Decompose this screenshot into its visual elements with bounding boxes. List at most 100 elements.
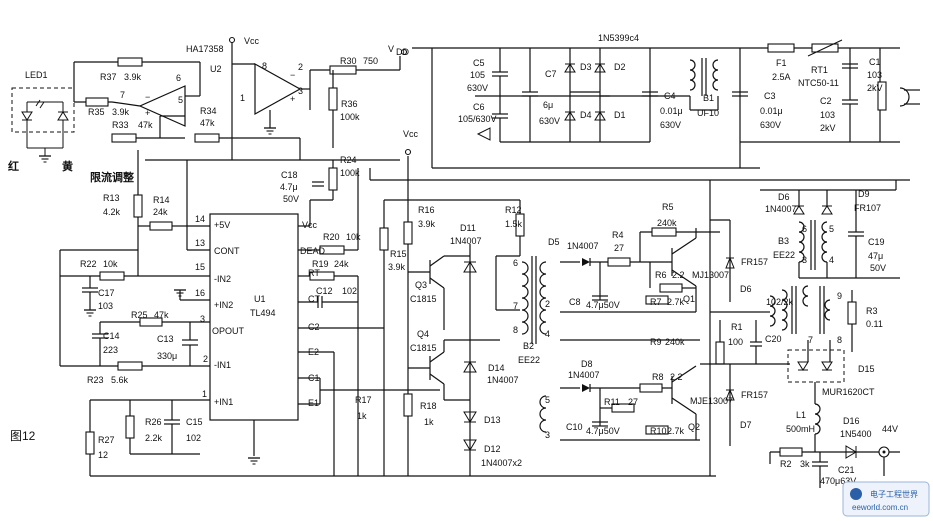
component-label: C2 (820, 96, 832, 106)
component-label: DD (396, 47, 409, 57)
component-label: 240k (665, 337, 685, 347)
component-label: 630V (660, 120, 681, 130)
component-label: 黄 (62, 159, 73, 173)
component-label: 4 (545, 329, 550, 339)
component-label: 6 (176, 73, 181, 83)
component-label: 1N4007 (567, 241, 599, 251)
component-label: R9 (650, 337, 662, 347)
wiring-u1-left (59, 150, 716, 477)
component-label: 4.2k (103, 207, 121, 217)
component-label: D9 (858, 189, 870, 199)
component-label: R37 (100, 72, 117, 82)
component-label: 0.11 (866, 319, 883, 329)
component-label: R5 (662, 202, 674, 212)
component-label: 47μ (868, 251, 883, 261)
component-label: 100k (340, 168, 360, 178)
component-label: 2.7k (667, 297, 685, 307)
component-label: R30 (340, 56, 357, 66)
component-label: C5 (473, 58, 485, 68)
component-label: Vcc (403, 129, 419, 139)
component-label: C1815 (410, 294, 437, 304)
watermark-line2: eeworld.com.cn (852, 503, 908, 512)
component-label: +IN2 (214, 300, 233, 310)
component-label: 12 (98, 450, 108, 460)
component-label: 6 (513, 258, 518, 268)
half-bridge-q1-q2 (560, 180, 790, 476)
output-stage (369, 168, 910, 488)
component-label: C1815 (410, 343, 437, 353)
component-label: 3.9k (124, 72, 142, 82)
component-label: 105 (470, 70, 485, 80)
component-label: C12 (316, 286, 333, 296)
component-label: C10 (566, 422, 583, 432)
component-label: R24 (340, 155, 357, 165)
component-label: 9 (837, 291, 842, 301)
component-label: 2 (545, 299, 550, 309)
component-label: 27 (628, 397, 638, 407)
component-label: 47k (154, 310, 169, 320)
component-label: RT (308, 268, 320, 278)
component-label: C20 (765, 334, 782, 344)
component-label: C21 (838, 465, 855, 475)
component-label: NTC50-11 (798, 78, 839, 88)
component-label: 4.7μ (280, 182, 298, 192)
component-label: 0.01μ (660, 106, 683, 116)
component-label: R6 (655, 270, 667, 280)
component-label: D7 (740, 420, 752, 430)
component-label: R23 (87, 375, 104, 385)
component-label: 6 (802, 224, 807, 234)
component-label: 6μ (543, 100, 553, 110)
component-label: 7 (120, 90, 125, 100)
site-watermark: 电子工程世界 eeworld.com.cn (842, 481, 930, 517)
component-label: R1 (731, 322, 743, 332)
component-label: C1 (308, 373, 320, 383)
component-label: 3 (545, 430, 550, 440)
component-label: R20 (323, 232, 340, 242)
component-label: 5 (178, 95, 183, 105)
component-label: 1N4007x2 (481, 458, 522, 468)
component-label: 102/2k (766, 297, 794, 307)
component-label: -IN1 (214, 360, 231, 370)
component-label: 4 (829, 255, 834, 265)
u1-tl494-chip (209, 213, 299, 465)
component-label: D15 (858, 364, 875, 374)
component-label: 13 (195, 238, 205, 248)
component-label: C8 (569, 297, 581, 307)
component-label: U1 (254, 294, 266, 304)
component-label: 16 (195, 288, 205, 298)
component-label: D1 (614, 110, 626, 120)
component-label: 10k (103, 259, 118, 269)
component-label: LED1 (25, 70, 48, 80)
component-label: 24k (153, 207, 168, 217)
component-label: D6 (740, 284, 752, 294)
component-label: 7 (513, 301, 518, 311)
component-label: 223 (103, 345, 118, 355)
mains-rectifier (412, 39, 920, 169)
component-label: 5 (829, 224, 834, 234)
component-label: Q4 (417, 329, 429, 339)
component-label: R35 (88, 107, 105, 117)
component-label: 102 (342, 286, 357, 296)
component-label: L1 (796, 410, 806, 420)
component-label: 330μ (157, 351, 177, 361)
component-label: 3 (200, 314, 205, 324)
component-label: 103 (98, 301, 113, 311)
component-label: 5.6k (111, 375, 129, 385)
component-label: 2kV (867, 83, 883, 93)
component-label: 2.5A (772, 72, 791, 82)
component-label: 2.2 (670, 372, 683, 382)
component-label: R2 (780, 459, 792, 469)
component-label: 3 (298, 86, 303, 96)
component-label: C7 (545, 69, 557, 79)
component-label: 10k (346, 232, 361, 242)
component-label: 47k (200, 118, 215, 128)
component-label: 1N5399c4 (598, 33, 639, 43)
component-label: 1N4007 (487, 375, 519, 385)
component-label: Vcc (302, 220, 318, 230)
component-label: 14 (195, 214, 205, 224)
component-label: D5 (548, 237, 560, 247)
component-label: 103 (820, 110, 835, 120)
component-label: C19 (868, 237, 885, 247)
component-label: C15 (186, 417, 203, 427)
svg-text:−: − (145, 92, 150, 102)
